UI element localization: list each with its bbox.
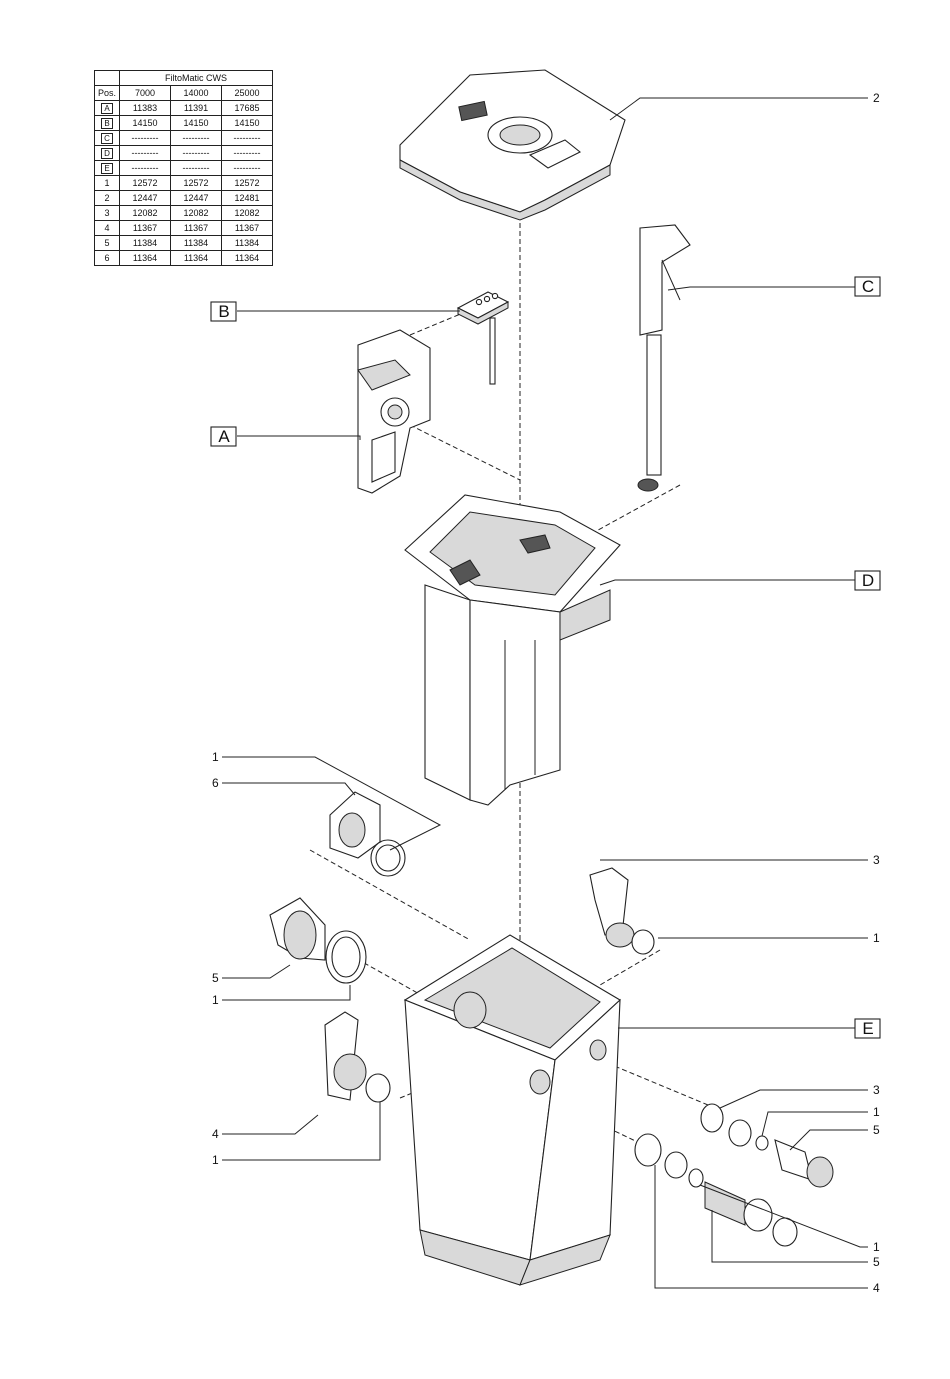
leader-lines <box>222 97 868 1289</box>
callout-seal: 1 <box>212 750 219 764</box>
callout-fitting: 4 <box>212 1127 219 1141</box>
pos-label: B <box>101 117 113 129</box>
table-row: C--------------------------- <box>94 130 273 146</box>
part-c <box>637 224 691 492</box>
callout-d: D <box>862 571 874 590</box>
outlet-3 <box>589 867 655 955</box>
callout-outlet: 3 <box>873 853 880 867</box>
pos-label: 3 <box>104 208 110 218</box>
callout-lid: 2 <box>873 91 880 105</box>
row-pos: 6 <box>94 250 120 266</box>
part-d <box>404 494 621 806</box>
pos-label: E <box>101 162 113 174</box>
table-row: D--------------------------- <box>94 145 273 161</box>
callout-hose: 5 <box>873 1255 880 1269</box>
callout-hose: 3 <box>873 1083 880 1097</box>
fitting-4-upper <box>324 1011 391 1103</box>
pos-label: 6 <box>104 253 110 263</box>
part-number-cell: 11364 <box>119 250 171 266</box>
callout-e: E <box>862 1019 873 1038</box>
callout-a: A <box>218 427 230 446</box>
part-e <box>403 934 621 1286</box>
lid-part <box>399 69 626 221</box>
callout-seal: 1 <box>873 1105 880 1119</box>
callout-seal: 1 <box>212 1153 219 1167</box>
callout-b: B <box>218 302 229 321</box>
callout-boxes <box>210 276 881 1039</box>
part-number-cell: 17685 <box>221 100 273 116</box>
pos-label: 2 <box>104 193 110 203</box>
column-header: 25000 <box>221 85 273 101</box>
part-b <box>456 291 510 385</box>
table-row: E--------------------------- <box>94 160 273 176</box>
callout-hose: 5 <box>873 1123 880 1137</box>
callout-seal: 1 <box>873 931 880 945</box>
pos-label: 1 <box>104 178 110 188</box>
part-a <box>357 329 431 494</box>
callout-hose: 4 <box>873 1281 880 1295</box>
part-number-cell: 11364 <box>221 250 273 266</box>
callout-seal: 1 <box>873 1240 880 1254</box>
fitting-5-upper <box>269 897 367 984</box>
callout-fitting: 5 <box>212 971 219 985</box>
pos-label: D <box>101 147 113 159</box>
pos-label: 4 <box>104 223 110 233</box>
pos-label: 5 <box>104 238 110 248</box>
pos-label: A <box>101 102 113 114</box>
hose-fittings <box>634 1103 834 1247</box>
pos-label: C <box>101 132 113 144</box>
flange-6 <box>329 791 406 877</box>
callout-flange: 6 <box>212 776 219 790</box>
callout-seal: 1 <box>212 993 219 1007</box>
callout-c: C <box>862 277 874 296</box>
